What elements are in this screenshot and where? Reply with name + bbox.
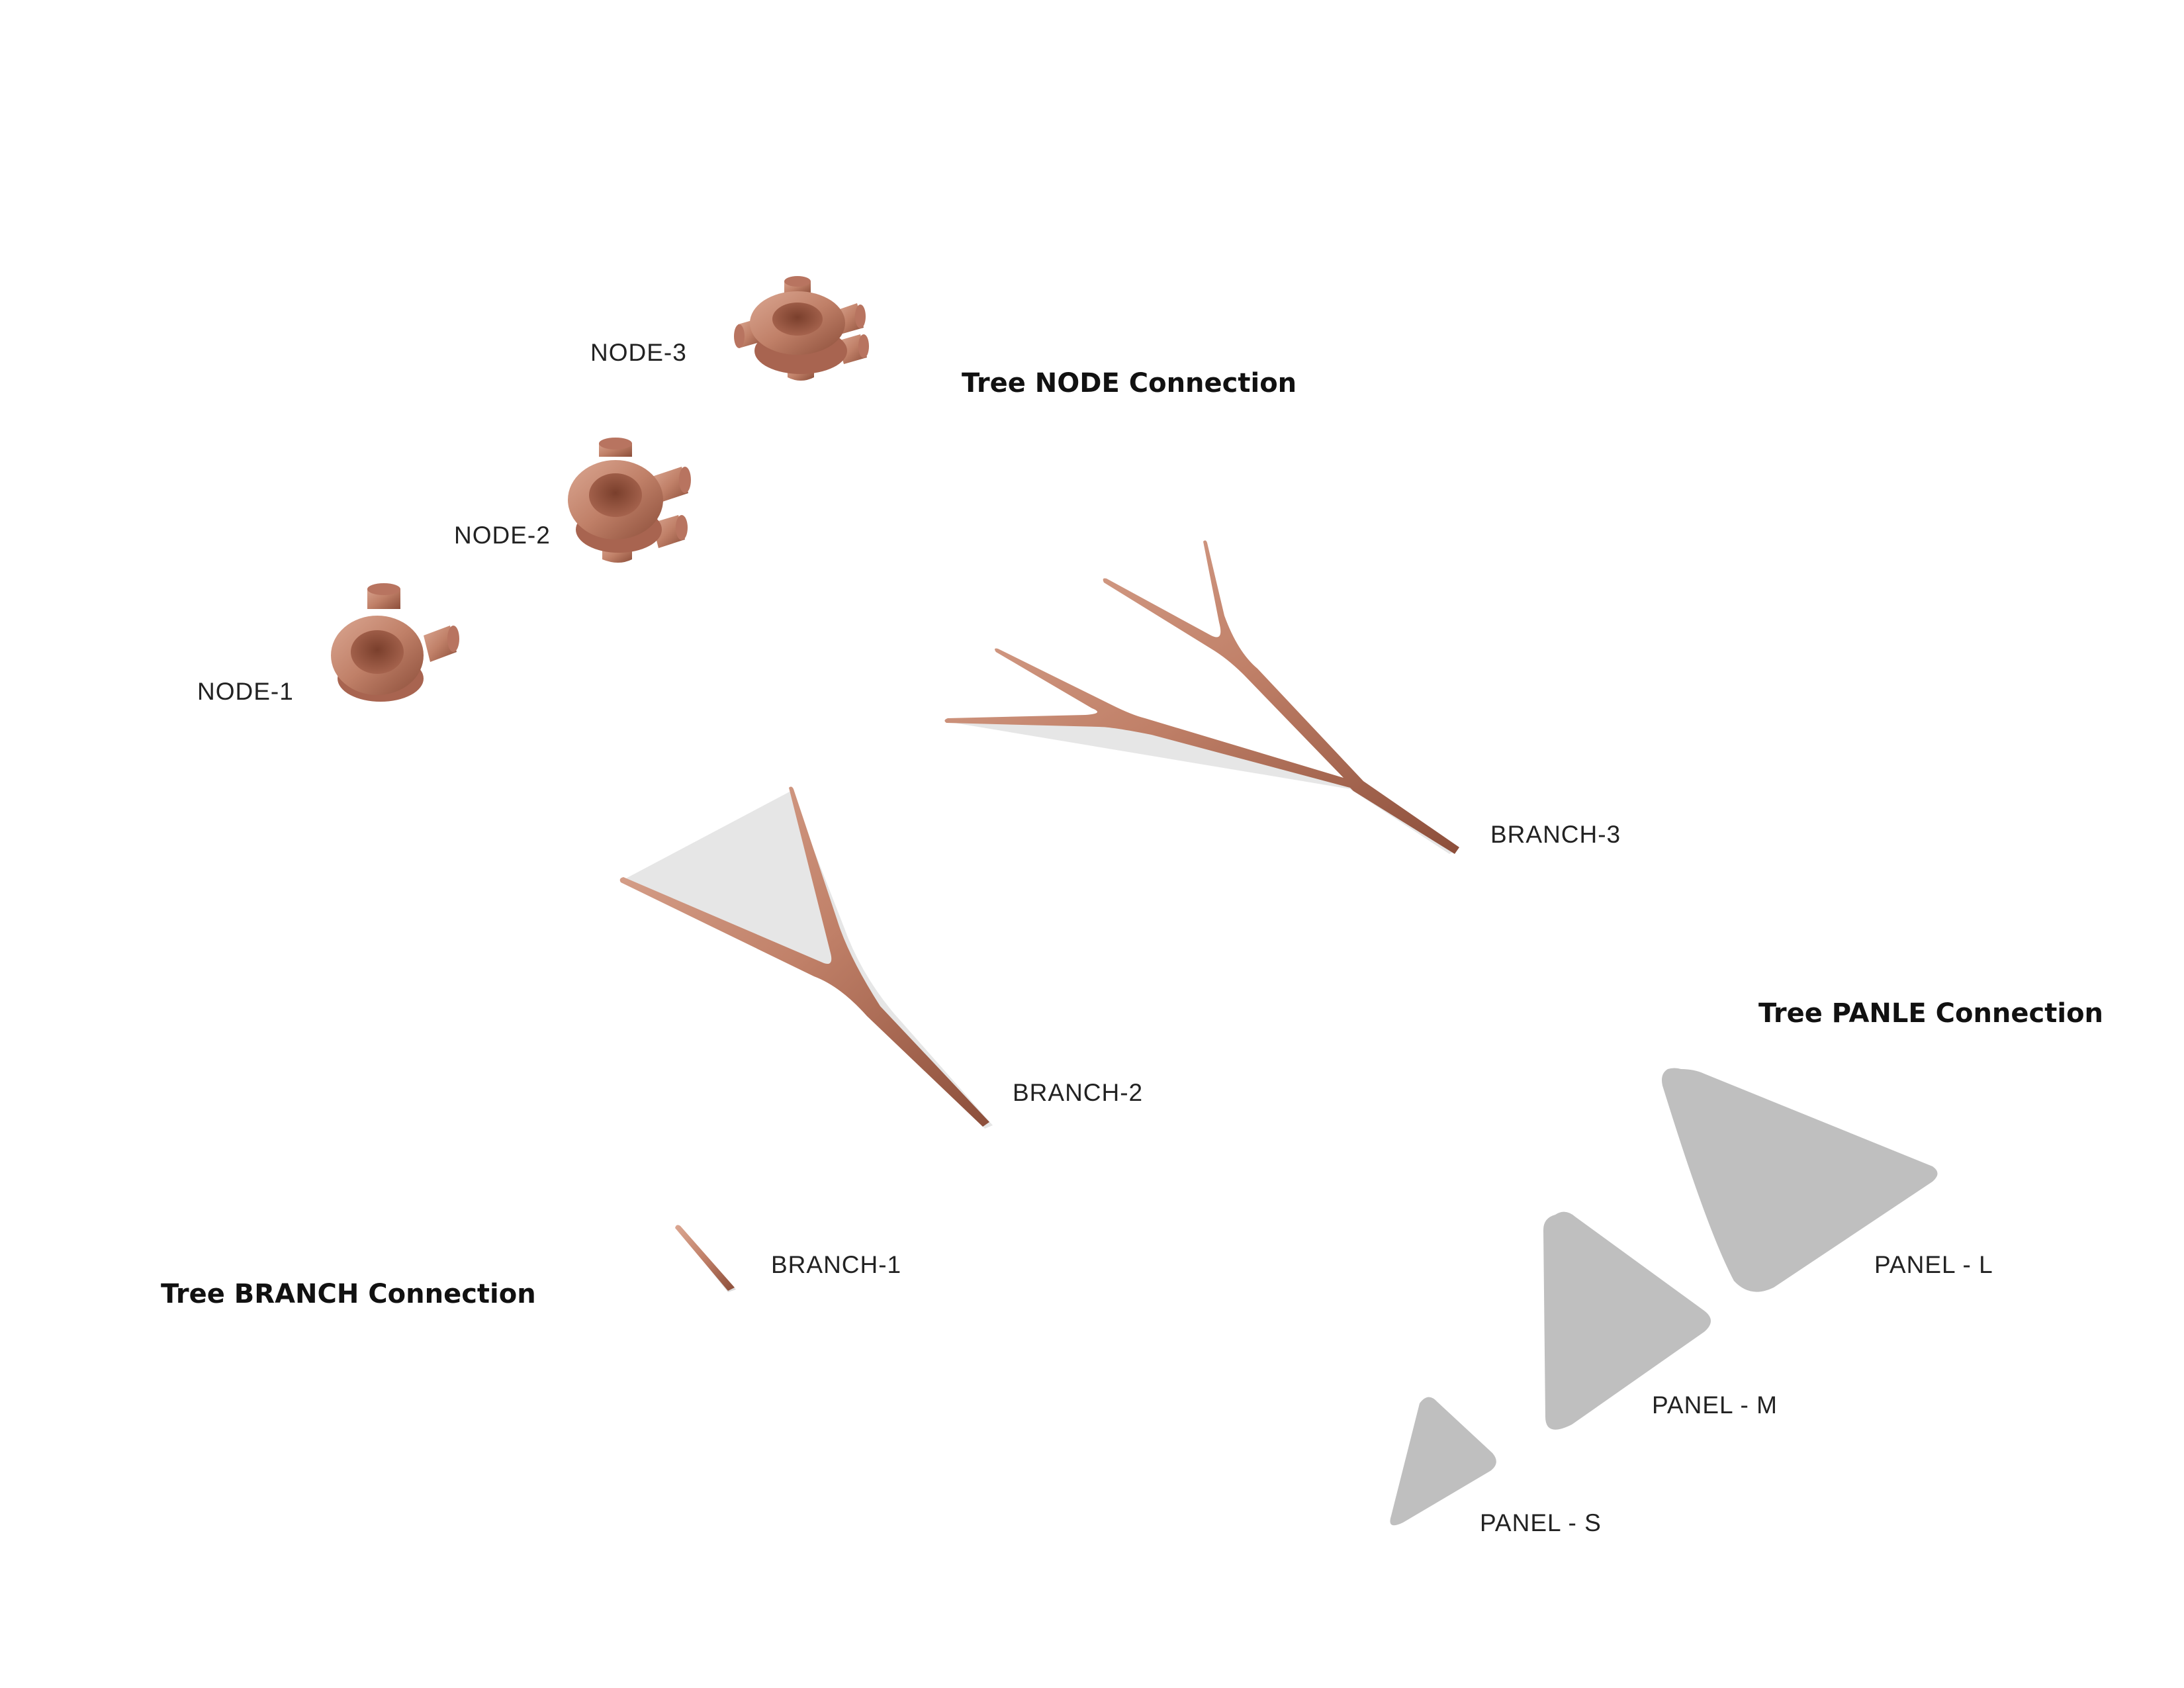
node-2-icon (568, 438, 691, 563)
panel-l-label: PANEL - L (1874, 1251, 1993, 1278)
node-heading: Tree NODE Connection (962, 368, 1297, 399)
panel-m-label: PANEL - M (1652, 1391, 1778, 1419)
branch-1-icon (675, 1225, 736, 1292)
panel-heading: Tree PANLE Connection (1758, 998, 2104, 1029)
branch-1-label: BRANCH-1 (771, 1251, 902, 1278)
panel-m-icon (1543, 1211, 1711, 1430)
node-1-label: NODE-1 (197, 678, 294, 705)
branch-3-label: BRANCH-3 (1490, 821, 1621, 848)
branch-2-label: BRANCH-2 (1013, 1079, 1144, 1106)
panel-l-icon (1662, 1068, 1938, 1292)
branch-3-icon (944, 540, 1459, 854)
branch-2-icon (619, 786, 993, 1129)
node-3-icon (734, 276, 869, 381)
node-3-label: NODE-3 (590, 339, 687, 366)
node-2-label: NODE-2 (454, 522, 551, 549)
node-1-icon (331, 583, 459, 702)
branch-heading: Tree BRANCH Connection (161, 1279, 536, 1309)
panel-s-label: PANEL - S (1480, 1509, 1602, 1536)
panel-s-icon (1390, 1397, 1496, 1526)
